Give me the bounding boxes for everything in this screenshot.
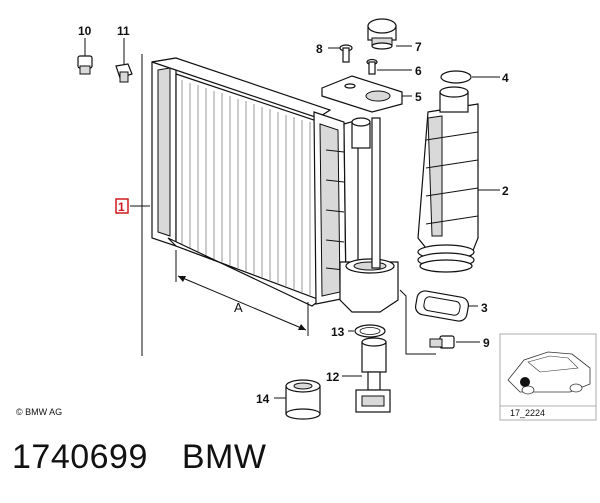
filler-cap — [367, 18, 397, 50]
callout-1: 1 — [118, 200, 125, 214]
temperature-sensor — [115, 38, 133, 83]
radiator-core-fins — [181, 80, 311, 295]
location-marker-icon — [520, 377, 530, 387]
callout-6: 6 — [415, 64, 422, 78]
callout-2: 2 — [502, 184, 509, 198]
expansion-tank — [417, 86, 479, 273]
dimension-a: A — [175, 250, 309, 336]
callout-5: 5 — [415, 90, 422, 104]
o-ring-4 — [440, 70, 472, 84]
copyright-text: © BMW AG — [16, 407, 62, 417]
screw-8 — [339, 44, 353, 63]
drain-plug — [77, 38, 93, 75]
thumbnail-ref: 17_2224 — [510, 408, 545, 418]
callout-8: 8 — [316, 42, 323, 56]
fan-switch-12 — [355, 337, 391, 413]
callout-11: 11 — [117, 24, 130, 38]
callout-1-box — [115, 198, 129, 214]
leader-lines — [130, 45, 500, 399]
callout-3: 3 — [481, 301, 488, 315]
callout-4: 4 — [502, 71, 509, 85]
rubber-mount-14 — [285, 379, 321, 420]
callout-14: 14 — [256, 392, 270, 406]
callout-13: 13 — [331, 325, 345, 339]
tank-bracket — [321, 75, 403, 113]
dimension-label: A — [234, 300, 243, 315]
callout-10: 10 — [78, 24, 92, 38]
callout-12: 12 — [326, 370, 340, 384]
radiator — [151, 57, 399, 313]
callout-7: 7 — [415, 40, 422, 54]
screw-6 — [366, 58, 378, 75]
caption: 1740699 BMW — [12, 438, 266, 477]
car-locator-thumbnail: 17_2224 — [499, 333, 597, 421]
gasket-3 — [414, 290, 470, 322]
bleed-screw-9 — [429, 335, 455, 349]
part-number: 1740699 — [12, 438, 148, 476]
callout-9: 9 — [483, 336, 490, 350]
brand-name: BMW — [181, 438, 267, 476]
